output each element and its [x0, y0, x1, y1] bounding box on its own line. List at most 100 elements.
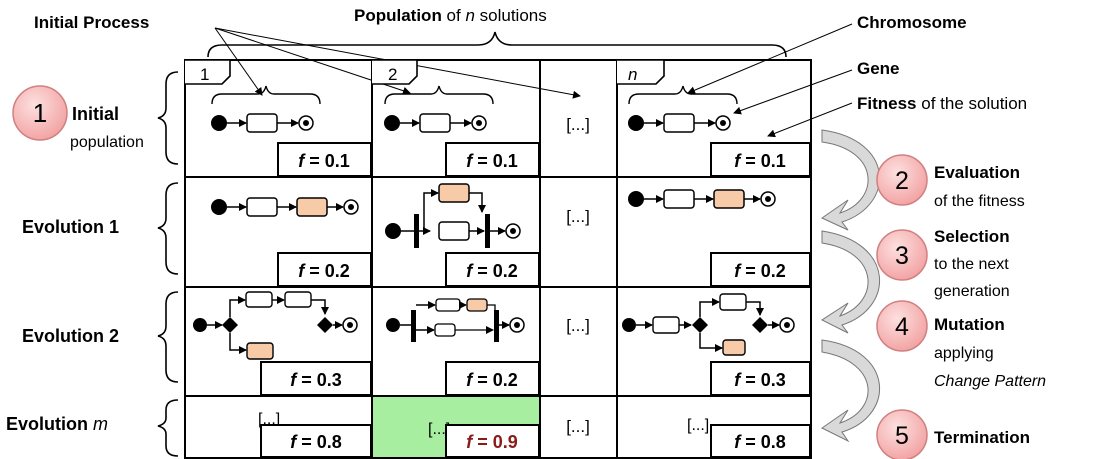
ellipsis-cell: [...]: [566, 417, 590, 436]
svg-text:f = 0.8: f = 0.8: [290, 432, 342, 452]
process-model: [211, 197, 359, 217]
fitness-box: f = 0.3: [710, 361, 811, 396]
fitness-box: f = 0.2: [445, 252, 540, 287]
population-brace: [207, 31, 787, 58]
step-3-desc: to the next: [934, 256, 1009, 273]
mutated-gene-task: [296, 197, 328, 217]
step-3-title: Selection: [934, 227, 1010, 246]
process-model: [628, 189, 776, 209]
row-label-evolution-2: Evolution 2: [22, 326, 120, 346]
initial-process-label: Initial Process: [34, 13, 149, 32]
step-2-badge: 2: [876, 154, 928, 206]
decision-diamond-icon: [752, 317, 768, 333]
row-brace: [157, 71, 179, 165]
column-tab-n: n: [617, 59, 665, 85]
svg-text:f = 0.2: f = 0.2: [466, 261, 518, 281]
row-label-initial-sub: population: [70, 134, 144, 151]
fork-bar-icon: [411, 310, 416, 342]
step-4-badge: 4: [876, 300, 928, 352]
process-model-partial: [...]: [428, 421, 450, 438]
svg-text:n: n: [628, 65, 637, 84]
start-node-icon: [622, 318, 636, 332]
gene-task: [419, 113, 451, 133]
start-node-icon: [211, 115, 227, 131]
svg-text:5: 5: [895, 422, 909, 450]
svg-text:f = 0.1: f = 0.1: [734, 151, 786, 171]
process-model: [628, 85, 738, 133]
process-model: [385, 183, 521, 248]
chromosome-label: Chromosome: [857, 13, 967, 32]
gene-label: Gene: [857, 59, 900, 78]
row-label-evolution-1: Evolution 1: [22, 217, 120, 237]
fork-bar-icon: [485, 214, 490, 248]
step-2-desc: of the fitness: [934, 193, 1025, 210]
svg-text:f = 0.2: f = 0.2: [466, 370, 518, 390]
row-brace: [157, 291, 179, 383]
fitness-box: f = 0.2: [277, 252, 372, 287]
start-node-icon: [628, 191, 644, 207]
column-tab-2: 2: [372, 59, 418, 85]
svg-text:f = 0.3: f = 0.3: [290, 370, 342, 390]
chromosome-arrow: [687, 23, 853, 94]
svg-text:f = 0.8: f = 0.8: [734, 432, 786, 452]
start-node-icon: [193, 318, 207, 332]
gene-task: [246, 113, 278, 133]
step-5-badge: 5: [876, 409, 928, 459]
row-label-evolution-m: Evolution m: [6, 414, 108, 434]
process-model-partial: [...]: [258, 411, 280, 428]
svg-text:1: 1: [200, 65, 209, 84]
fitness-box: f = 0.1: [277, 142, 372, 177]
fitness-box: f = 0.1: [710, 142, 811, 177]
step-3-badge: 3: [876, 229, 928, 281]
decision-diamond-icon: [317, 317, 333, 333]
cycle-arrow: [820, 129, 880, 231]
fitness-box: f = 0.3: [260, 361, 372, 396]
svg-text:3: 3: [895, 242, 909, 270]
row-label-initial: Initial: [72, 104, 120, 124]
fitness-box: f = 0.8: [260, 424, 372, 458]
cycle-arrow: [821, 339, 880, 443]
start-node-icon: [628, 115, 644, 131]
cycle-arrow: [820, 230, 880, 334]
gene-arrow: [733, 69, 853, 115]
process-model: [193, 291, 358, 360]
step-4-title: Mutation: [934, 315, 1005, 334]
population-heading: Population of n solutions: [354, 6, 547, 25]
process-model-partial: [...]: [687, 417, 709, 434]
initial-process-arrow-1: [214, 27, 263, 96]
row-brace: [157, 182, 179, 275]
svg-text:2: 2: [895, 167, 909, 195]
start-node-icon: [386, 318, 400, 332]
fitness-box: f = 0.2: [710, 252, 811, 287]
mutated-gene-task: [438, 183, 470, 203]
decision-diamond-icon: [692, 317, 708, 333]
svg-text:f = 0.3: f = 0.3: [734, 370, 786, 390]
start-node-icon: [211, 199, 227, 215]
svg-text:f = 0.9: f = 0.9: [466, 432, 518, 452]
process-model: [211, 85, 321, 133]
svg-text:f = 0.2: f = 0.2: [734, 261, 786, 281]
fitness-box-best: f = 0.9: [445, 424, 540, 458]
svg-text:4: 4: [895, 313, 909, 341]
step-5-title: Termination: [934, 428, 1030, 447]
ellipsis-cell: [...]: [566, 316, 590, 335]
fitness-box: f = 0.8: [710, 424, 811, 458]
row-brace: [157, 399, 179, 457]
svg-text:1: 1: [33, 98, 47, 128]
svg-text:f = 0.1: f = 0.1: [466, 151, 518, 171]
fork-bar-icon: [414, 214, 419, 248]
svg-text:f = 0.2: f = 0.2: [298, 261, 350, 281]
decision-diamond-icon: [222, 317, 238, 333]
step-1-badge: 1: [12, 85, 68, 141]
column-tab-1: 1: [185, 59, 231, 85]
fitness-box: f = 0.2: [445, 361, 540, 396]
start-node-icon: [384, 115, 400, 131]
ellipsis-cell: [...]: [566, 115, 590, 134]
step-2-title: Evaluation: [934, 163, 1020, 182]
step-4-desc: applying: [934, 345, 994, 362]
process-model: [384, 85, 494, 133]
mutated-gene-task: [713, 189, 745, 209]
ellipsis-cell: [...]: [566, 207, 590, 226]
fork-bar-icon: [494, 310, 499, 342]
